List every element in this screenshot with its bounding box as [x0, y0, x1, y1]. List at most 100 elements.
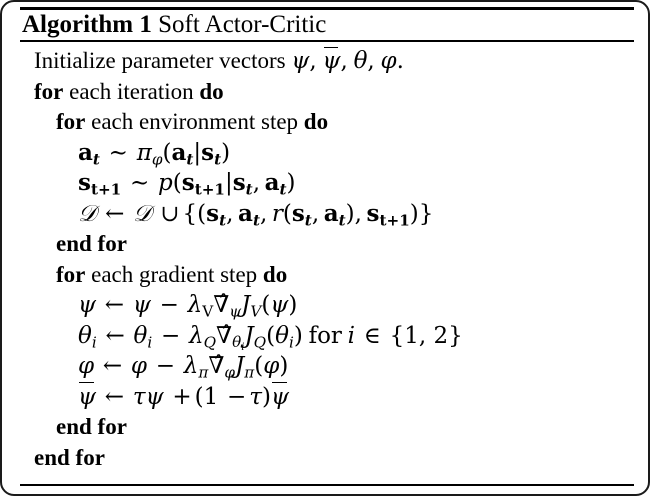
operator-assign-2: ←: [104, 292, 125, 318]
subscript-t-3: t: [214, 149, 222, 168]
pseudocode-line-target-update: ψ ← τψ +(1 −τ)ψ: [20, 382, 634, 413]
top-rule: [20, 7, 634, 10]
symbol-psi-bar-1: ψ: [78, 382, 96, 413]
operator-sim-2: ∼: [129, 170, 150, 196]
keyword-for-2: for: [56, 109, 86, 134]
symbol-replay-buffer: 𝒟: [78, 200, 97, 227]
symbol-phi-2: φ: [130, 353, 147, 379]
operator-assign-4: ←: [102, 353, 123, 379]
symbol-tau-2: τ: [249, 383, 263, 410]
subscript-v-2: V: [250, 302, 262, 321]
symbol-action: at: [78, 138, 100, 168]
pseudocode-line-for-iteration: for each iteration do: [20, 77, 634, 108]
subscript-phi-2: φ: [224, 363, 236, 382]
symbol-nabla-hat-2: ∇̂: [216, 322, 233, 349]
symbol-next-state-3: st+1: [366, 199, 410, 229]
paren-close-4: ): [409, 200, 419, 227]
algorithm-number-label: Algorithm 1: [22, 11, 152, 38]
symbol-transition-p: p: [158, 170, 173, 196]
subscript-t-5: t: [279, 180, 287, 199]
text-for-i: for: [308, 322, 342, 349]
symbol-theta-i-2: θi: [133, 322, 153, 351]
symbol-psi-1: ψ: [78, 292, 97, 318]
symbol-action-2: at: [171, 138, 194, 168]
subscript-pi-2: π: [244, 363, 255, 382]
symbol-psi-bar-base-2: ψ: [271, 383, 290, 410]
number-one: 1: [203, 383, 219, 410]
subscript-q-1: Q: [203, 332, 217, 351]
keyword-do-3: do: [262, 261, 288, 287]
subscript-q-2: Q: [253, 332, 267, 351]
keyword-for-1: for: [34, 78, 64, 104]
paren-open-6: (: [266, 322, 276, 349]
algorithm-inner: Algorithm 1 Soft Actor-Critic Initialize…: [20, 2, 634, 494]
bar-given-2: |: [224, 170, 233, 196]
symbol-psi: ψ: [291, 48, 310, 74]
symbol-next-state-2: st+1: [181, 169, 225, 199]
keyword-do-1: do: [199, 78, 224, 104]
symbol-action-4: at: [238, 199, 260, 229]
operator-union: ∪: [160, 200, 180, 227]
operator-plus: +: [172, 383, 192, 410]
subscript-i-4: i: [288, 332, 294, 351]
operator-assign-5: ←: [104, 383, 125, 410]
keyword-end-for-2: end for: [56, 414, 127, 439]
comma-4: ,: [252, 170, 265, 196]
symbol-psi-3: ψ: [270, 292, 289, 318]
symbol-psi-bar: ψ: [322, 46, 341, 77]
symbol-theta: θ: [353, 48, 368, 74]
symbol-j-pi: J: [235, 353, 245, 379]
symbol-state: st: [201, 138, 222, 168]
algorithm-title: Algorithm 1 Soft Actor-Critic: [22, 11, 326, 39]
text-each-iteration: each iteration: [69, 78, 194, 104]
operator-in: ∈: [363, 322, 381, 349]
symbol-policy-pi: π: [136, 139, 152, 166]
paren-close-5: ): [288, 292, 298, 318]
pseudocode-line-critic-update: θi ← θi − λQ∇̂θiJQ(θi) for i ∈ {1, 2}: [20, 321, 634, 353]
subscript-psi-1: ψ: [229, 302, 242, 321]
symbol-lambda-q: λ: [189, 322, 204, 349]
operator-minus-1: −: [159, 292, 179, 318]
pseudocode-line-action-sample: at ∼ πφ(at|st): [20, 138, 634, 169]
title-rule: [20, 40, 634, 42]
symbol-theta-i-1: θi: [78, 322, 97, 351]
symbol-psi-2: ψ: [132, 292, 151, 318]
symbol-psi-bar-2: ψ: [271, 382, 289, 413]
symbol-nabla-hat-3: ∇̂: [208, 353, 225, 379]
paren-close-2: ): [286, 170, 296, 196]
text-each-environment-step: each environment step: [91, 109, 299, 134]
subscript-i-3: i: [241, 341, 245, 353]
pseudocode-line-end-for-outer: end for: [20, 443, 634, 474]
comma-1: ,: [309, 48, 317, 74]
subscript-t-6: t: [219, 210, 227, 229]
keyword-do-2: do: [303, 109, 329, 134]
symbol-index-i: i: [347, 322, 356, 349]
keyword-for-3: for: [56, 261, 86, 287]
symbol-j-q: J: [244, 322, 254, 349]
symbol-psi-base: ψ: [322, 48, 341, 74]
symbol-phi-1: φ: [78, 353, 95, 379]
symbol-psi-4: ψ: [145, 383, 164, 410]
algorithm-name: Soft Actor-Critic: [158, 11, 327, 38]
comma-8: ,: [354, 200, 367, 227]
paren-open-1: (: [162, 139, 172, 166]
comma-5: ,: [226, 200, 239, 227]
subscript-t-plus-1: t+1: [90, 180, 122, 199]
text-each-gradient-step: each gradient step: [91, 261, 258, 287]
symbol-next-state: st+1: [78, 169, 122, 199]
comma-3: ,: [367, 48, 375, 74]
subscript-t-plus-1-c: t+1: [379, 210, 410, 229]
subscript-theta-i-1: θi: [232, 332, 245, 353]
subscript-phi-1: φ: [151, 149, 163, 168]
subscript-t-8: t: [304, 210, 312, 229]
symbol-phi-3: φ: [263, 353, 280, 379]
operator-minus-4: −: [227, 383, 247, 410]
keyword-end-for-3: end for: [34, 444, 105, 470]
symbol-state-2: st: [232, 169, 253, 199]
paren-close-8: ): [262, 383, 272, 410]
operator-sim-1: ∼: [108, 139, 128, 166]
pseudocode-body: Initialize parameter vectors ψ, ψ, θ, φ.…: [20, 46, 634, 473]
subscript-t-2: t: [186, 149, 194, 168]
comma-2: ,: [340, 48, 348, 74]
symbol-phi: φ: [380, 48, 397, 74]
